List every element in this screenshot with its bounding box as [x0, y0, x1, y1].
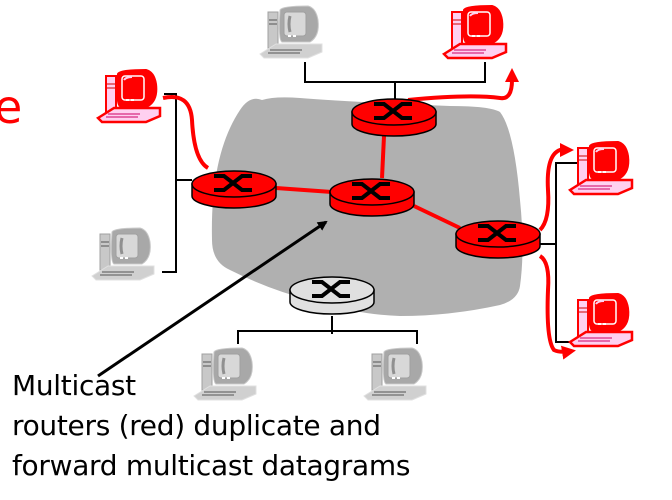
lan-left	[162, 93, 192, 273]
router-left	[191, 170, 277, 209]
forward-left-host	[162, 95, 210, 170]
lan-right	[540, 162, 580, 343]
host-right-top-icon	[568, 140, 634, 196]
router-bottom	[289, 276, 375, 315]
caption: Multicast routers (red) duplicate and fo…	[12, 366, 410, 486]
multicast-tree-links	[162, 68, 576, 360]
router-center	[329, 178, 415, 217]
link-left-center	[275, 186, 333, 194]
router-right	[455, 220, 541, 259]
caption-line-1: Multicast	[12, 369, 136, 402]
caption-line-2: routers (red) duplicate and	[12, 409, 381, 442]
host-left-bottom-icon	[90, 226, 156, 282]
lan-bottom	[237, 316, 418, 344]
caption-line-3: forward multicast datagrams	[12, 449, 411, 482]
lan-links	[162, 62, 580, 344]
annotation-arrow	[97, 220, 328, 378]
host-left-top-icon	[96, 68, 162, 124]
lan-top	[304, 62, 486, 100]
forward-right-bottom-host	[538, 254, 576, 360]
host-right-bottom-icon	[568, 292, 634, 348]
forward-right-top-host	[538, 143, 574, 232]
router-top	[351, 98, 437, 137]
title-fragment: e	[0, 80, 23, 134]
link-center-right	[413, 204, 461, 230]
host-top-right-icon	[442, 4, 508, 60]
host-top-left-icon	[258, 4, 324, 60]
forward-top-right-host	[407, 68, 519, 102]
link-top-center	[380, 135, 386, 179]
